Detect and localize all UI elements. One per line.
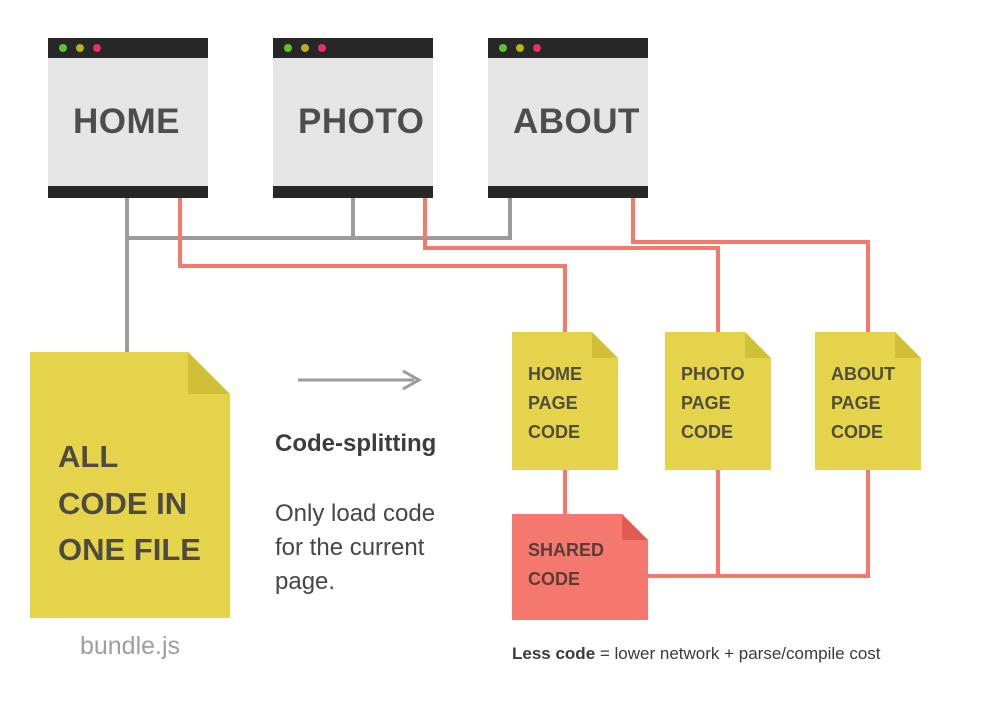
window-footer-bar (48, 186, 208, 198)
connector-red-home-drop (178, 198, 182, 268)
window-title-photo: PHOTO (273, 58, 433, 186)
page-fold-icon (622, 514, 648, 540)
connector-red-photo-horizontal (423, 246, 720, 250)
connector-red-home-code-drop (563, 264, 567, 332)
code-splitting-title: Code-splitting (275, 430, 437, 457)
browser-window-home: HOME (48, 38, 208, 198)
window-dot-pink-icon (533, 44, 541, 52)
connector-red-about-horizontal (631, 240, 870, 244)
window-footer-bar (488, 186, 648, 198)
window-dot-yellow-icon (301, 44, 309, 52)
page-fold-icon (895, 332, 921, 358)
bundle-filename: bundle.js (79, 632, 181, 660)
bundle-file: ALL CODE IN ONE FILE (30, 352, 230, 618)
connector-red-home-horizontal (178, 264, 567, 268)
window-footer-bar (273, 186, 433, 198)
connector-gray-home-to-bundle (125, 198, 129, 354)
connector-red-shared-horizontal (640, 574, 870, 578)
about-page-code-label: ABOUT PAGE CODE (831, 364, 895, 442)
window-dot-green-icon (284, 44, 292, 52)
footnote: Less code = lower network + parse/compil… (512, 644, 881, 664)
bundle-file-label: ALL CODE IN ONE FILE (58, 439, 201, 567)
code-splitting-description: Only load code for the current page. (275, 500, 436, 595)
connector-red-photo-code-drop (716, 246, 720, 332)
shared-code-label: SHARED CODE (528, 540, 605, 589)
connector-red-about-code-drop (866, 240, 870, 332)
home-page-code-label: HOME PAGE CODE (528, 364, 582, 442)
footnote-bold-text: Less code (512, 644, 596, 663)
connector-red-photo-drop (423, 198, 427, 250)
photo-page-code-label: PHOTO PAGE CODE (681, 364, 745, 442)
page-fold-icon (592, 332, 618, 358)
connector-gray-photo-drop (351, 198, 355, 240)
about-page-code-file: ABOUT PAGE CODE (815, 332, 921, 470)
window-title-about: ABOUT (488, 58, 648, 186)
connector-gray-horizontal (125, 236, 512, 240)
window-dot-pink-icon (318, 44, 326, 52)
page-fold-icon (745, 332, 771, 358)
shared-code-file: SHARED CODE (512, 514, 648, 620)
window-title-home: HOME (48, 58, 208, 186)
arrow-right-icon (298, 369, 423, 391)
footnote-rest-text: = lower network + parse/compile cost (595, 644, 881, 663)
browser-window-photo: PHOTO (273, 38, 433, 198)
connector-red-photo-to-shared (716, 468, 720, 578)
window-dot-pink-icon (93, 44, 101, 52)
connector-red-about-drop (631, 198, 635, 244)
window-dot-green-icon (499, 44, 507, 52)
connector-gray-about-drop (508, 198, 512, 240)
window-titlebar (273, 38, 433, 58)
browser-window-about: ABOUT (488, 38, 648, 198)
window-titlebar (48, 38, 208, 58)
connector-red-home-to-shared (563, 468, 567, 516)
window-dot-yellow-icon (76, 44, 84, 52)
window-titlebar (488, 38, 648, 58)
photo-page-code-file: PHOTO PAGE CODE (665, 332, 771, 470)
page-fold-icon (188, 352, 230, 394)
window-dot-yellow-icon (516, 44, 524, 52)
home-page-code-file: HOME PAGE CODE (512, 332, 618, 470)
connector-red-about-to-shared (866, 468, 870, 578)
window-dot-green-icon (59, 44, 67, 52)
